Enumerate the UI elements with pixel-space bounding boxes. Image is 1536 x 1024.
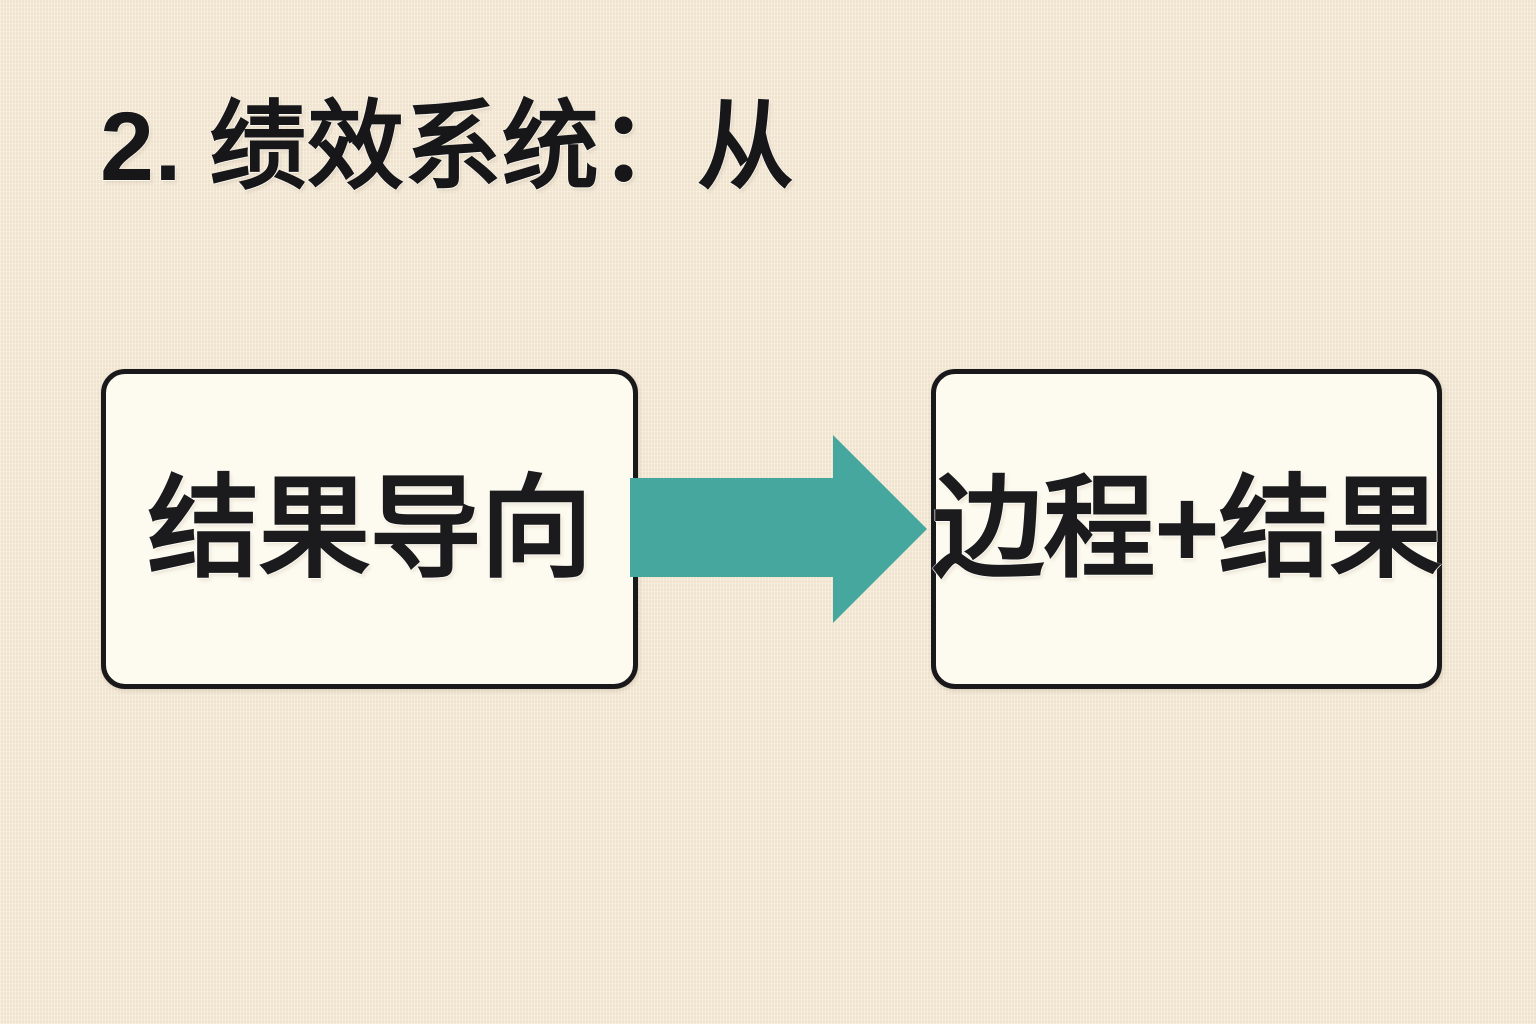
right-arrow-icon <box>630 435 927 623</box>
flow-node-to-label: 边程+结果 <box>932 466 1441 591</box>
flow-node-from[interactable]: 结果导向 <box>101 369 638 689</box>
flow-node-to[interactable]: 边程+结果 <box>931 369 1442 689</box>
flow-node-from-label: 结果导向 <box>147 466 593 591</box>
page-title: 2. 绩效系统：从 <box>100 92 795 201</box>
